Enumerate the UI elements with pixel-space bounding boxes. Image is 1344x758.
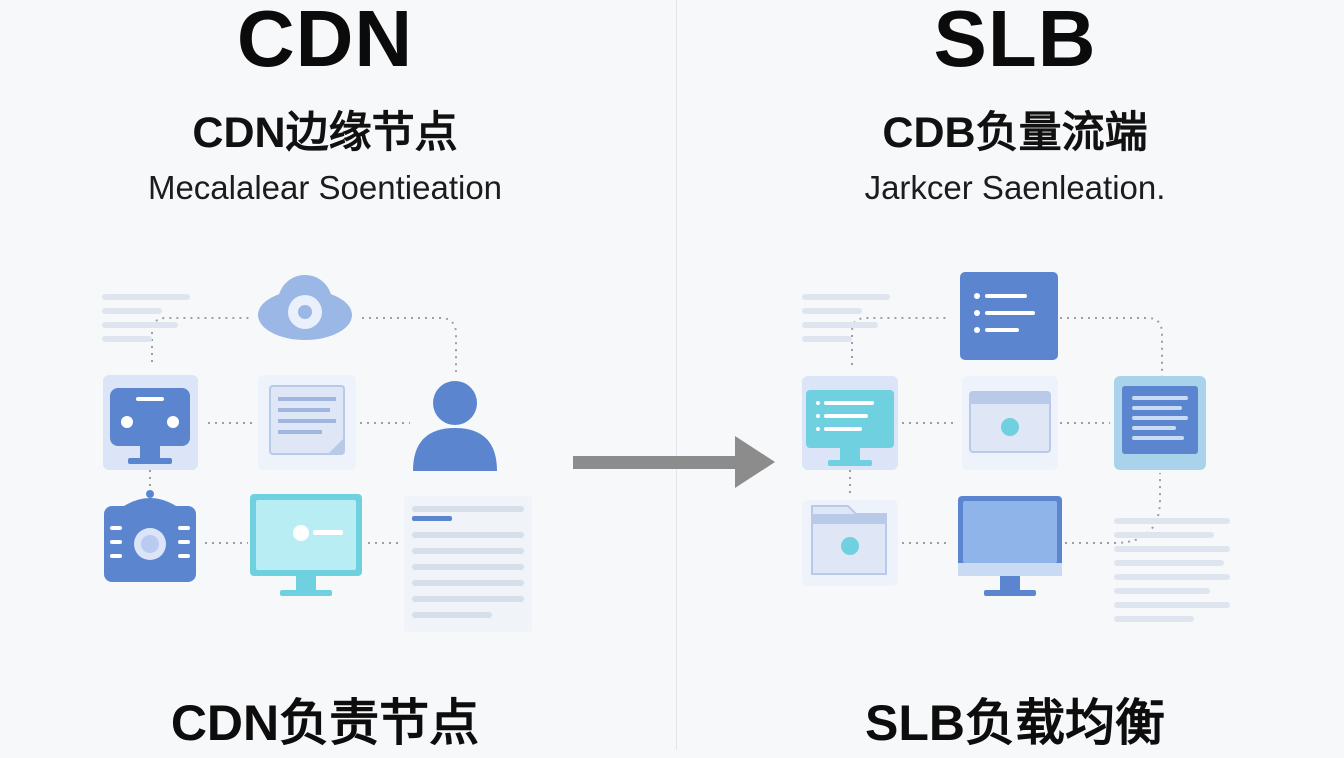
center-divider bbox=[676, 0, 677, 750]
monitor-icon-blue bbox=[958, 496, 1062, 596]
cdn-title: CDN bbox=[236, 0, 414, 83]
user-icon bbox=[413, 381, 497, 471]
right-arrow-icon bbox=[573, 436, 775, 488]
slb-caption: Jarkcer Saenleation. bbox=[864, 169, 1166, 206]
cdn-caption: Mecalalear Soentieation bbox=[147, 169, 503, 206]
slb-subtitle: CDB负量流端 bbox=[882, 109, 1148, 157]
camera-icon bbox=[104, 490, 196, 582]
window-icon bbox=[962, 376, 1058, 470]
cloud-icon bbox=[258, 275, 352, 340]
cdn-subtitle: CDN边缘节点 bbox=[192, 109, 458, 157]
server-icon bbox=[103, 375, 198, 470]
document-lines-icon bbox=[102, 294, 190, 342]
monitor-icon-teal bbox=[250, 494, 362, 596]
cdn-footer: CDN负责节点 bbox=[170, 695, 480, 751]
monitor-icon-right bbox=[1114, 376, 1206, 470]
monitor-icon-left bbox=[802, 376, 898, 470]
document-icon bbox=[258, 375, 356, 470]
list-panel-icon bbox=[960, 272, 1058, 360]
document-lines-icon-right bbox=[802, 294, 890, 342]
folder-icon bbox=[802, 500, 898, 586]
left-connectors bbox=[149, 317, 457, 544]
slb-title: SLB bbox=[933, 0, 1097, 83]
slb-footer: SLB负载均衡 bbox=[865, 695, 1165, 751]
text-list-icon-right bbox=[1114, 518, 1230, 622]
text-list-icon bbox=[404, 496, 532, 632]
